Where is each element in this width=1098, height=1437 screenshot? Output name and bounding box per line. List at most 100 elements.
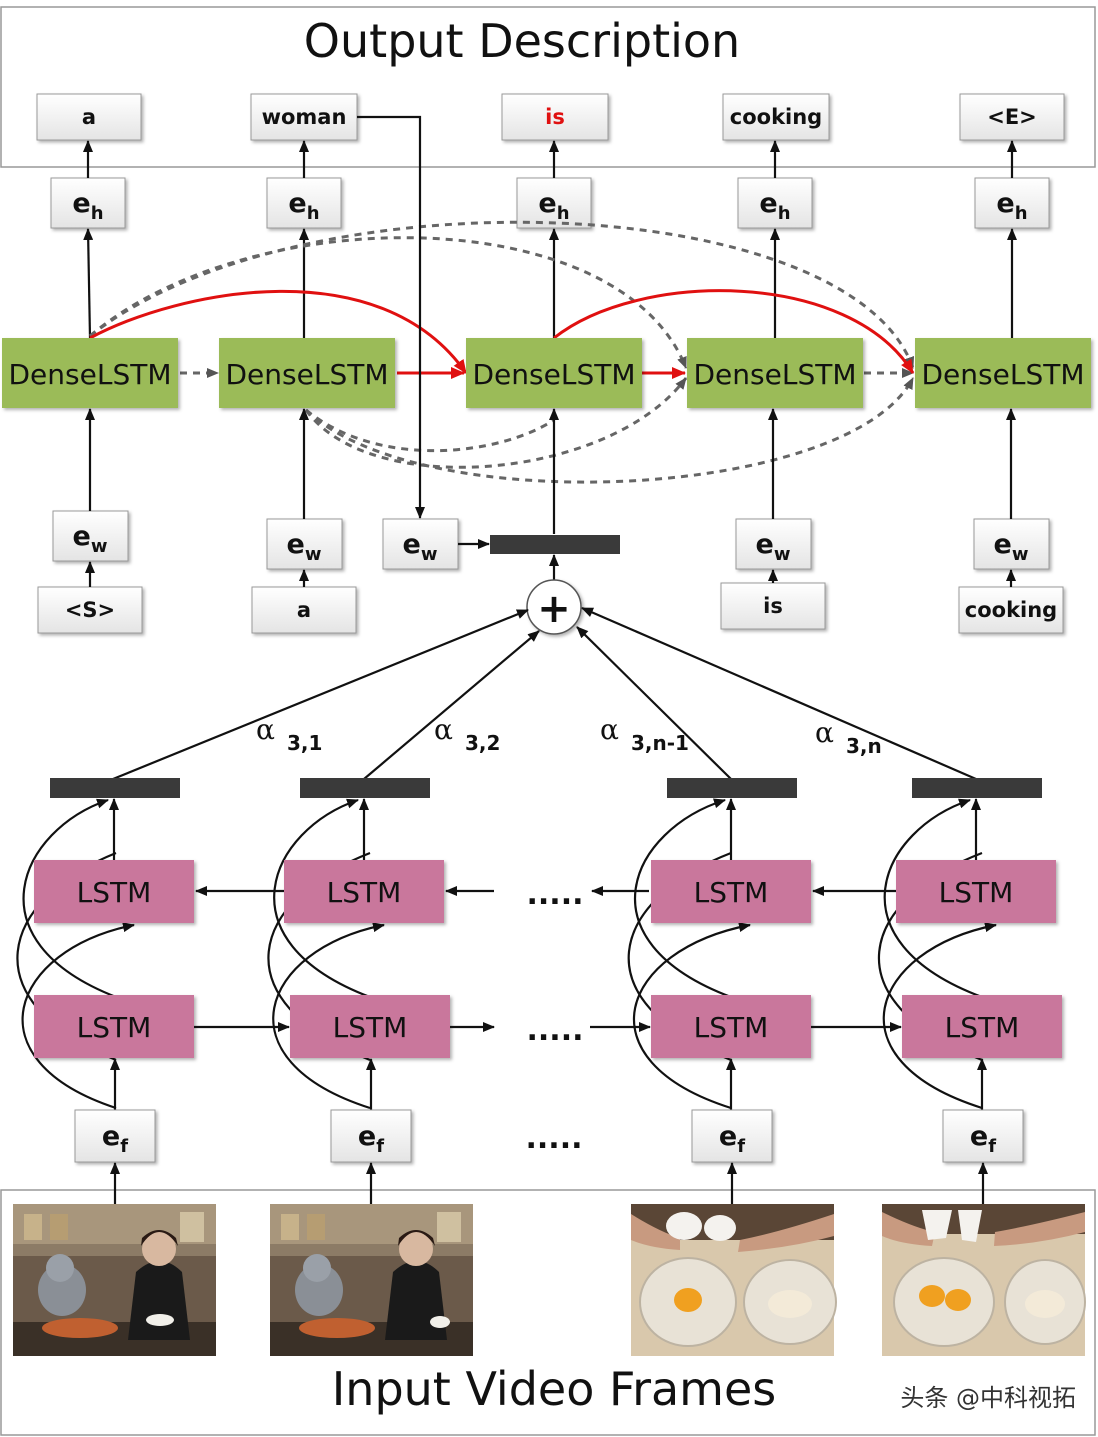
- encoder-arrows: [109, 798, 987, 1110]
- lstm-forward-cell-1: LSTM: [34, 995, 194, 1058]
- input-word-is: is: [720, 582, 826, 630]
- input-word-start: <S>: [37, 586, 143, 634]
- output-word-is: is: [501, 93, 609, 141]
- ew-box-3: ew: [382, 518, 459, 570]
- svg-text:LSTM: LSTM: [77, 1011, 152, 1044]
- lstm-forward-cell-3: LSTM: [651, 995, 811, 1058]
- ellipsis-backward: .....: [527, 877, 584, 912]
- dense-to-eh-arrows: [83, 228, 1017, 339]
- lstm-forward-cell-4: LSTM: [902, 995, 1062, 1058]
- alpha-label-1: α 3,1: [256, 713, 322, 755]
- video-frame-4: [882, 1204, 1086, 1356]
- ew-box-4: ew: [735, 518, 812, 570]
- video-frame-2: [270, 1204, 473, 1356]
- lstm-backward-cell-1: LSTM: [34, 860, 194, 923]
- svg-text:α: α: [434, 713, 453, 746]
- svg-text:LSTM: LSTM: [327, 876, 402, 909]
- output-description-panel: Output Description: [0, 6, 1096, 168]
- decoder-input-arrows: [85, 408, 1016, 587]
- svg-text:DenseLSTM: DenseLSTM: [9, 358, 172, 391]
- svg-text:DenseLSTM: DenseLSTM: [473, 358, 636, 391]
- svg-text:ef: ef: [358, 1121, 384, 1157]
- encoder-hidden-bar-4: [912, 778, 1042, 798]
- encoder-bypass-arrows: [16, 798, 997, 1110]
- svg-text:LSTM: LSTM: [939, 876, 1014, 909]
- svg-text:woman: woman: [262, 105, 347, 129]
- output-word-a: a: [36, 93, 142, 141]
- svg-text:3,2: 3,2: [465, 731, 500, 755]
- ew-box-2: ew: [266, 518, 343, 570]
- video-frame-3: [631, 1204, 837, 1356]
- encoder-hidden-bar-3: [667, 778, 797, 798]
- svg-text:ef: ef: [970, 1121, 996, 1157]
- svg-text:LSTM: LSTM: [694, 876, 769, 909]
- svg-text:<S>: <S>: [65, 598, 115, 622]
- svg-text:ew: ew: [403, 529, 438, 565]
- svg-text:3,1: 3,1: [287, 731, 322, 755]
- ef-box-3: ef: [691, 1109, 773, 1163]
- svg-text:ew: ew: [756, 529, 791, 565]
- svg-text:+: +: [537, 586, 571, 632]
- alpha-label-2: α 3,2: [434, 713, 500, 755]
- svg-text:eh: eh: [538, 188, 569, 224]
- svg-text:ew: ew: [73, 521, 108, 557]
- lstm-backward-cell-4: LSTM: [896, 860, 1056, 923]
- ef-box-1: ef: [74, 1109, 156, 1163]
- svg-text:3,n: 3,n: [846, 734, 882, 758]
- eh-box-4: eh: [737, 177, 813, 229]
- ew-box-1: ew: [52, 510, 129, 562]
- output-word-cooking: cooking: [722, 93, 830, 141]
- svg-text:ew: ew: [287, 529, 322, 565]
- attention-sum-node: +: [526, 554, 582, 635]
- svg-text:α: α: [600, 713, 619, 746]
- svg-text:LSTM: LSTM: [945, 1011, 1020, 1044]
- output-description-title: Output Description: [304, 14, 740, 68]
- svg-text:DenseLSTM: DenseLSTM: [226, 358, 389, 391]
- svg-text:is: is: [545, 105, 565, 129]
- ellipsis-ef: .....: [526, 1121, 583, 1156]
- output-word-woman: woman: [250, 93, 358, 141]
- eh-box-5: eh: [974, 177, 1050, 229]
- ef-box-2: ef: [330, 1109, 412, 1163]
- video-frame-1: [13, 1204, 216, 1356]
- svg-text:cooking: cooking: [730, 105, 822, 129]
- output-word-end: <E>: [959, 93, 1065, 141]
- dense-lstm-cell-2: DenseLSTM: [219, 338, 395, 408]
- svg-text:<E>: <E>: [987, 105, 1037, 129]
- highlight-connections: [89, 289, 915, 379]
- dense-lstm-cell-5: DenseLSTM: [915, 338, 1091, 408]
- ew-box-5: ew: [973, 518, 1050, 570]
- input-video-frames-title: Input Video Frames: [332, 1362, 777, 1416]
- lstm-forward-cell-2: LSTM: [290, 995, 450, 1058]
- svg-text:eh: eh: [72, 188, 103, 224]
- ellipsis-forward: .....: [527, 1013, 584, 1048]
- svg-text:α: α: [256, 713, 275, 746]
- encoder-hidden-bar-2: [300, 778, 430, 798]
- alpha-label-4: α 3,n: [815, 716, 882, 758]
- svg-text:α: α: [815, 716, 834, 749]
- svg-text:cooking: cooking: [965, 598, 1057, 622]
- svg-text:DenseLSTM: DenseLSTM: [694, 358, 857, 391]
- input-word-cooking: cooking: [958, 586, 1064, 634]
- svg-text:LSTM: LSTM: [694, 1011, 769, 1044]
- input-word-a: a: [251, 586, 357, 634]
- ef-box-4: ef: [942, 1109, 1024, 1163]
- dense-lstm-cell-4: DenseLSTM: [687, 338, 863, 408]
- frame-to-ef-arrows: [110, 1162, 988, 1204]
- svg-text:LSTM: LSTM: [333, 1011, 408, 1044]
- woman-feedback-line: [357, 115, 425, 519]
- eh-to-word-arrows: [83, 140, 1017, 178]
- svg-text:eh: eh: [288, 188, 319, 224]
- svg-text:3,n-1: 3,n-1: [631, 731, 689, 755]
- watermark: 头条 @中科视拓: [900, 1384, 1076, 1412]
- svg-text:ew: ew: [994, 529, 1029, 565]
- svg-text:is: is: [763, 594, 783, 618]
- svg-text:DenseLSTM: DenseLSTM: [922, 358, 1085, 391]
- eh-box-2: eh: [266, 177, 342, 229]
- encoder-hidden-bar-1: [50, 778, 180, 798]
- context-concat-bar: [490, 535, 620, 554]
- svg-text:a: a: [82, 105, 96, 129]
- alpha-label-3: α 3,n-1: [600, 713, 689, 755]
- attention-arrows: [112, 606, 977, 781]
